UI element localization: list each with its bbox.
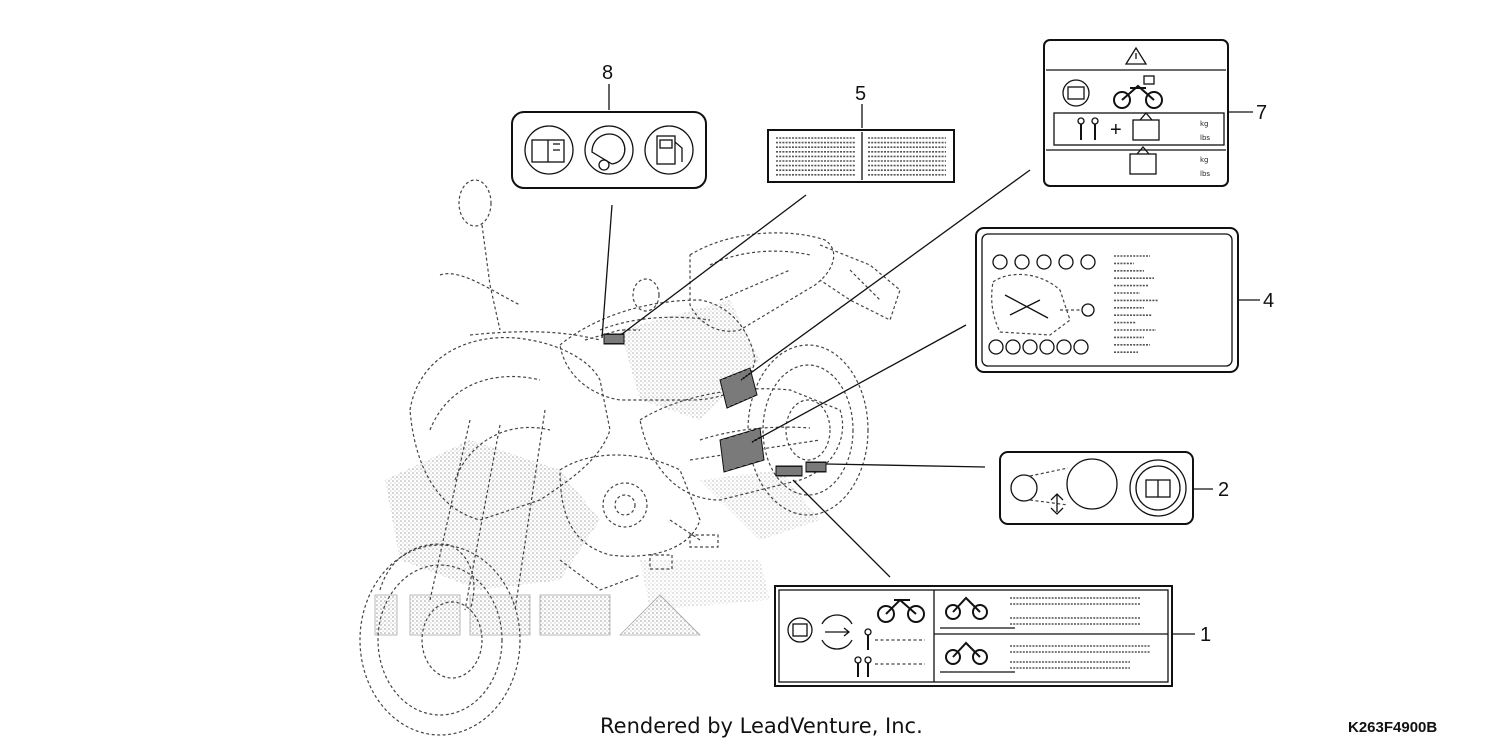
fuel-pump-icon bbox=[644, 125, 694, 175]
manual-icon bbox=[1062, 79, 1090, 107]
weight-unit-kg-2: kg bbox=[1200, 156, 1209, 164]
reference-circle bbox=[1036, 254, 1052, 270]
rider-passenger-icon bbox=[1077, 117, 1099, 140]
rider-passenger-icon-2 bbox=[854, 656, 872, 677]
motorcycle-illustration bbox=[359, 179, 901, 736]
reference-circle bbox=[1005, 339, 1021, 355]
reference-circle bbox=[1014, 254, 1030, 270]
tire-pressure-icon bbox=[821, 614, 853, 650]
credit-text: Rendered by LeadVenture, Inc. bbox=[600, 714, 923, 738]
reference-circle bbox=[1022, 339, 1038, 355]
rider-icon bbox=[864, 628, 872, 650]
reference-circle bbox=[992, 254, 1008, 270]
warning-triangle-icon bbox=[1124, 46, 1148, 65]
reference-circle bbox=[1058, 254, 1074, 270]
callout-7: 7 bbox=[1256, 102, 1267, 124]
motorcycle-icon-3 bbox=[945, 596, 988, 620]
label-7-load-limit: + kg lbs kg lbs bbox=[1043, 39, 1229, 187]
reference-circle bbox=[988, 339, 1004, 355]
label-5-text-decal bbox=[767, 129, 955, 183]
weight-unit-kg: kg bbox=[1200, 120, 1209, 128]
reference-circle bbox=[1056, 339, 1072, 355]
label-4-emission-diagram bbox=[975, 227, 1239, 373]
callout-1: 1 bbox=[1200, 624, 1211, 646]
manual-icon-3 bbox=[787, 617, 813, 643]
motorcycle-icon-4 bbox=[945, 641, 988, 665]
callout-8: 8 bbox=[602, 62, 613, 84]
leader-lines bbox=[601, 84, 1260, 635]
label-8-warning-pictograms bbox=[511, 111, 707, 189]
callout-4: 4 bbox=[1263, 290, 1274, 312]
label-1-tire-information bbox=[774, 585, 1173, 687]
motorcycle-icon bbox=[1113, 75, 1163, 109]
manual-icon-2 bbox=[1129, 459, 1187, 517]
callout-2: 2 bbox=[1218, 479, 1229, 501]
reference-circle bbox=[1039, 339, 1055, 355]
motorcycle-icon-2 bbox=[877, 598, 925, 623]
label-2-chain-adjustment bbox=[999, 451, 1194, 525]
diagram-code: K263F4900B bbox=[1348, 719, 1437, 736]
weight-unit-lbs: lbs bbox=[1200, 134, 1210, 142]
svg-text:+: + bbox=[1110, 119, 1122, 141]
helmet-icon bbox=[584, 125, 634, 175]
honda-watermark bbox=[374, 594, 701, 636]
reference-circle bbox=[1080, 254, 1096, 270]
reference-circle bbox=[1073, 339, 1089, 355]
weight-unit-lbs-2: lbs bbox=[1200, 170, 1210, 178]
callout-5: 5 bbox=[855, 83, 866, 105]
